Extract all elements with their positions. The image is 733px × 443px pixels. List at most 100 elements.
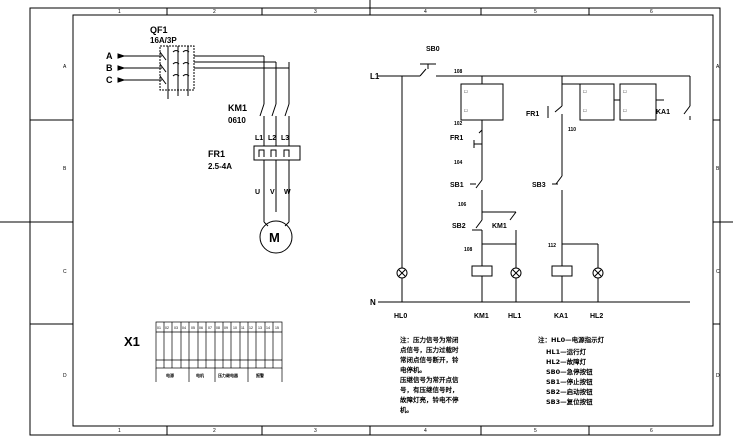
terminal-no-08: 08 xyxy=(216,326,220,330)
terminal-group-alarm: 报警 xyxy=(256,372,264,378)
terminal-group-power: 电源 xyxy=(166,372,174,378)
note-right-line-4: SB0—急停按钮 xyxy=(546,367,593,376)
terminal-strip-label: X1 xyxy=(124,334,140,349)
left-tick-d: D xyxy=(63,373,67,379)
motor-terminal-w: W xyxy=(284,189,291,196)
left-tick-b: B xyxy=(63,166,67,172)
fr1-contact-b: FR1 xyxy=(526,111,539,118)
note-left-line-6: 号，有压继信号时， xyxy=(400,385,459,394)
phase-b-label: B xyxy=(106,63,113,73)
bottom-tick-1: 1 xyxy=(118,428,121,434)
node-108-bottom: 108 xyxy=(464,247,473,253)
phase-c-label: C xyxy=(106,75,113,85)
note-left-line-8: 机。 xyxy=(400,405,413,414)
note-right-line-7: SB3—复位按钮 xyxy=(546,397,593,406)
bottom-label-hl0: HL0 xyxy=(394,313,407,320)
relay-terminal-l1: L1 xyxy=(255,135,263,142)
note-right-line-6: SB2—启动按钮 xyxy=(546,387,593,396)
terminal-no-02: 02 xyxy=(165,326,169,330)
terminal-no-09: 09 xyxy=(224,326,228,330)
node-112: 112 xyxy=(548,243,556,249)
note-left-line-1: 注：压力信号为常闭 xyxy=(400,335,459,344)
contactor-code: 0610 xyxy=(228,116,246,125)
contactor-label: KM1 xyxy=(228,103,247,113)
terminal-no-04: 04 xyxy=(182,326,186,330)
breaker-label: QF1 xyxy=(150,25,168,35)
node-110: 110 xyxy=(568,127,576,133)
note-left-line-4: 电停机。 xyxy=(400,365,426,374)
terminal-no-11: 11 xyxy=(241,326,245,330)
relay-terminal-l2: L2 xyxy=(268,135,276,142)
right-tick-a: A xyxy=(716,64,720,70)
top-tick-5: 5 xyxy=(534,9,537,15)
top-tick-4: 4 xyxy=(424,9,427,15)
inner-frame xyxy=(72,14,714,427)
sb1-label: SB1 xyxy=(450,182,464,189)
terminal-no-15: 15 xyxy=(275,326,279,330)
neutral-label: N xyxy=(370,298,376,307)
right-tick-c: C xyxy=(716,269,720,275)
bottom-tick-5: 5 xyxy=(534,428,537,434)
note-right-line-1: 注：HL0—电源指示灯 xyxy=(538,335,605,344)
terminal-no-07: 07 xyxy=(208,326,212,330)
motor-terminal-v: V xyxy=(270,189,275,196)
bottom-label-km1: KM1 xyxy=(474,313,489,320)
control-circuit xyxy=(378,63,691,303)
relay-terminal-l3: L3 xyxy=(281,135,289,142)
bottom-label-ka1: KA1 xyxy=(554,313,568,320)
line-l1-label: L1 xyxy=(370,72,380,81)
top-tick-1: 1 xyxy=(118,9,121,15)
node-106: 106 xyxy=(458,202,467,208)
km1-aux-contact: KM1 xyxy=(492,223,507,230)
terminal-group-motor: 电机 xyxy=(196,372,204,378)
bottom-tick-3: 3 xyxy=(314,428,317,434)
svg-text:☐: ☐ xyxy=(464,108,468,113)
terminal-no-10: 10 xyxy=(233,326,237,330)
left-tick-c: C xyxy=(63,269,67,275)
top-tick-3: 3 xyxy=(314,9,317,15)
bottom-label-hl2: HL2 xyxy=(590,313,603,320)
motor-symbol: M xyxy=(269,230,280,245)
note-left-line-2: 点信号，压力过载时 xyxy=(400,345,459,354)
svg-text:☐: ☐ xyxy=(464,89,468,94)
ka1-contact: KA1 xyxy=(656,109,670,116)
terminal-no-06: 06 xyxy=(199,326,203,330)
bottom-tick-2: 2 xyxy=(213,428,216,434)
top-tick-6: 6 xyxy=(650,9,653,15)
node-104: 104 xyxy=(454,160,463,166)
motor-terminal-u: U xyxy=(255,189,260,196)
relay-label: FR1 xyxy=(208,149,225,159)
terminal-no-01: 01 xyxy=(157,326,161,330)
bottom-tick-4: 4 xyxy=(424,428,427,434)
terminal-strip xyxy=(155,321,283,382)
right-tick-d: D xyxy=(716,373,720,379)
terminal-no-13: 13 xyxy=(258,326,262,330)
svg-text:☐: ☐ xyxy=(583,108,587,113)
svg-text:☐: ☐ xyxy=(623,108,627,113)
power-circuit xyxy=(117,45,301,254)
terminal-no-03: 03 xyxy=(174,326,178,330)
phase-a-label: A xyxy=(106,51,113,61)
terminal-no-14: 14 xyxy=(266,326,270,330)
node-102: 102 xyxy=(454,121,463,127)
estop-label: SB0 xyxy=(426,46,440,53)
note-left-line-7: 故障灯亮，铃电不停 xyxy=(400,395,459,404)
fr1-contact-a: FR1 xyxy=(450,135,463,142)
svg-text:☐: ☐ xyxy=(623,89,627,94)
left-tick-a: A xyxy=(63,64,67,70)
bottom-tick-6: 6 xyxy=(650,428,653,434)
relay-rating: 2.5-4A xyxy=(208,162,232,171)
terminal-group-pressure: 压力继电器 xyxy=(218,372,239,378)
note-left-line-3: 常闭点信号断开，铃 xyxy=(400,355,459,364)
bottom-label-hl1: HL1 xyxy=(508,313,521,320)
note-right-line-5: SB1—停止按钮 xyxy=(546,377,593,386)
node-108-top: 108 xyxy=(454,69,463,75)
svg-text:☐: ☐ xyxy=(583,89,587,94)
sb2-label: SB2 xyxy=(452,223,466,230)
top-tick-2: 2 xyxy=(213,9,216,15)
terminal-no-05: 05 xyxy=(191,326,195,330)
breaker-rating: 16A/3P xyxy=(150,36,177,45)
note-right-line-2: HL1—运行灯 xyxy=(546,347,587,356)
note-left-line-5: 压继信号为常开点信 xyxy=(400,375,459,384)
